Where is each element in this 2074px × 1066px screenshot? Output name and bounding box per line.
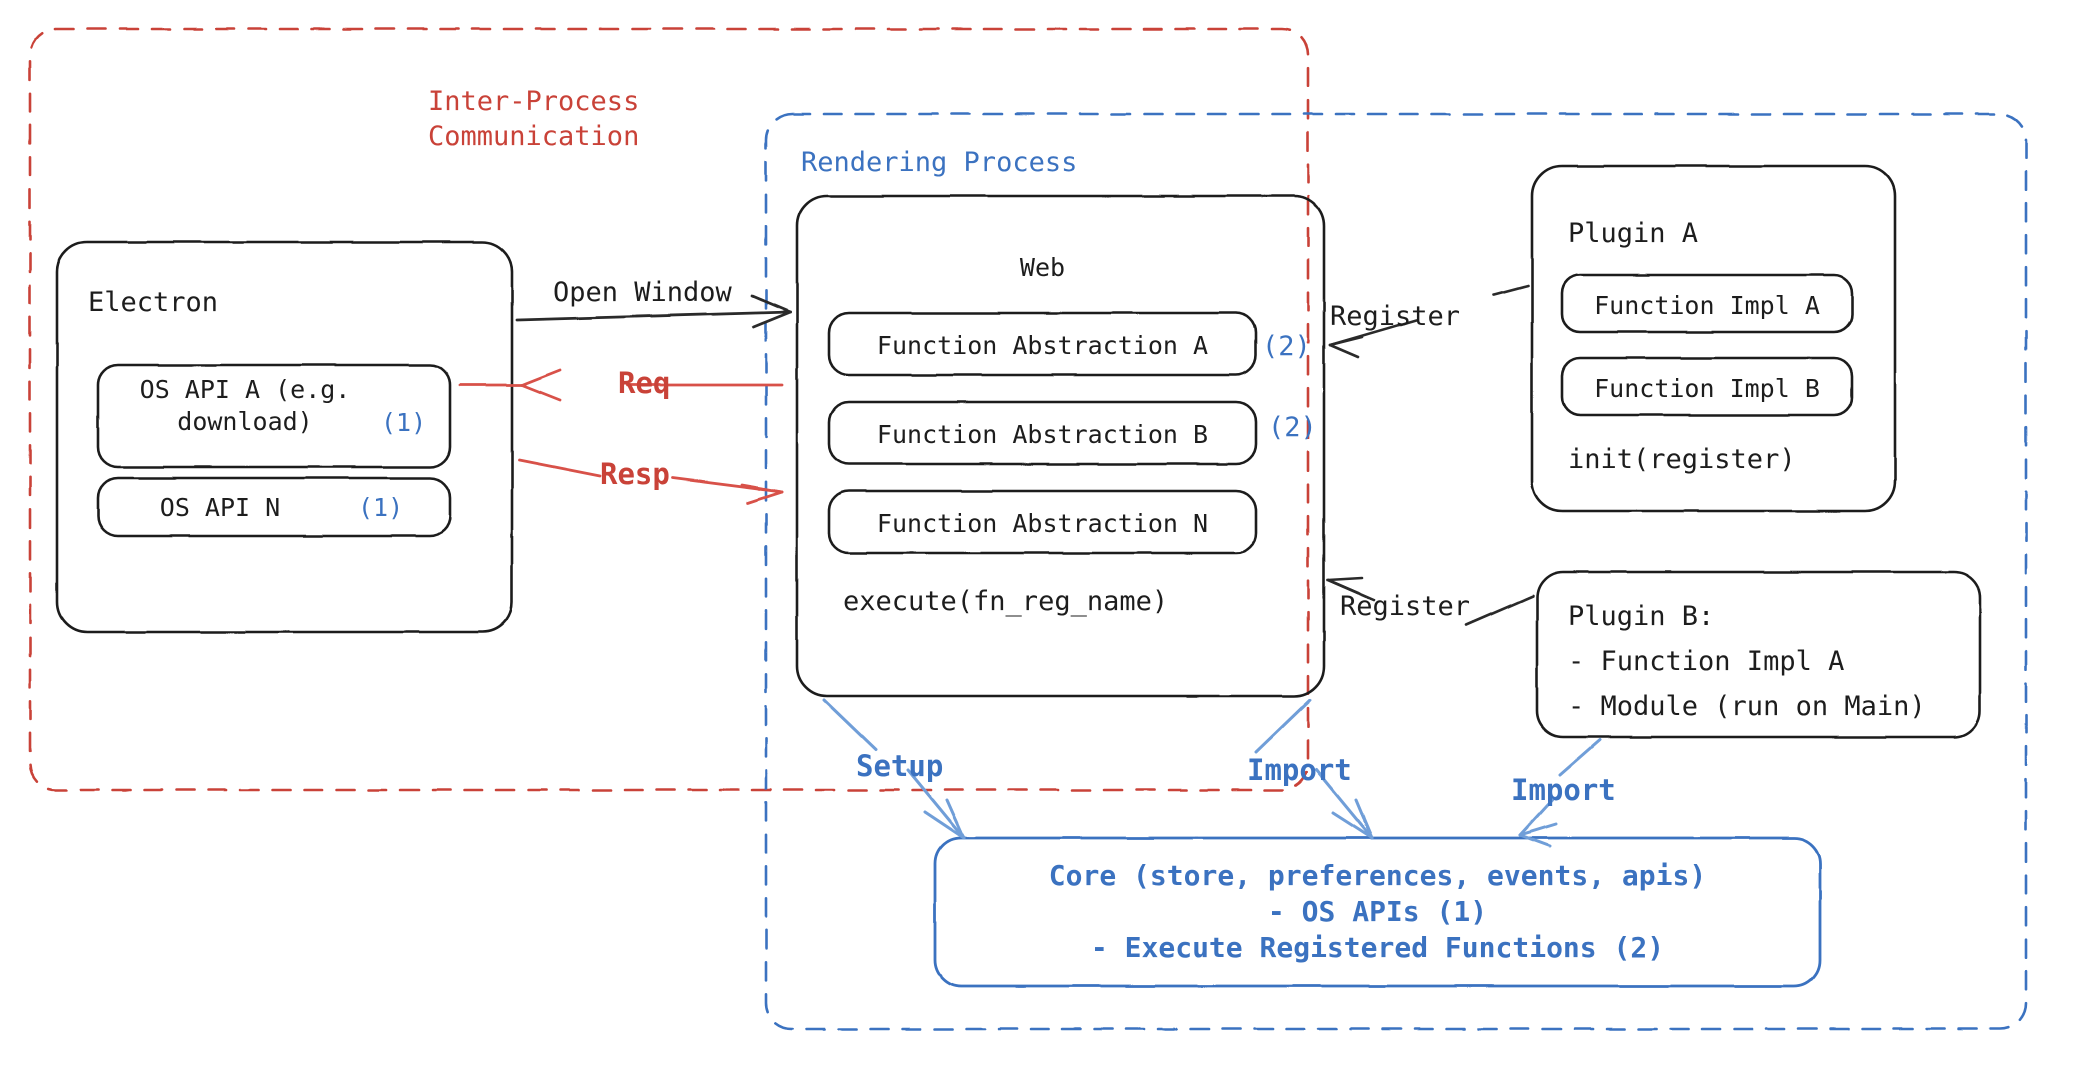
arrow-label-req: Req — [618, 366, 671, 400]
web-footer-execute: execute(fn_reg_name) — [843, 586, 1169, 617]
function-abstraction-a-label: Function Abstraction A — [876, 331, 1209, 360]
function-abstraction-b-tag: (2) — [1268, 412, 1317, 443]
function-abstraction-n-label: Function Abstraction N — [876, 509, 1209, 538]
core-line-title: Core (store, preferences, events, apis) — [1048, 859, 1707, 892]
arrow-label-resp: Resp — [600, 457, 670, 491]
core-line-execute-registered: - Execute Registered Functions (2) — [1090, 931, 1665, 964]
box-title-electron: Electron — [88, 287, 219, 318]
arrow-label-register-plugin-a: Register — [1330, 301, 1461, 332]
region-label-rendering-process: Rendering Process — [801, 147, 1078, 178]
function-impl-a-label: Function Impl A — [1594, 291, 1820, 320]
core-line-os-apis: - OS APIs (1) — [1267, 895, 1488, 928]
box-title-plugin-a: Plugin A — [1568, 218, 1699, 249]
box-title-web: Web — [1019, 253, 1066, 282]
os-api-a-label: OS API A (e.g. download) — [139, 375, 351, 436]
plugin-b-line-title: Plugin B: — [1568, 601, 1715, 632]
function-abstraction-a-tag: (2) — [1262, 331, 1311, 362]
plugin-a-footer-init: init(register) — [1568, 444, 1796, 475]
arrow-label-register-plugin-b: Register — [1340, 591, 1471, 622]
os-api-a-tag: (1) — [381, 408, 427, 437]
arrow-label-import-web: Import — [1247, 753, 1352, 787]
function-abstraction-b-label: Function Abstraction B — [876, 420, 1209, 449]
arrow-label-setup: Setup — [856, 749, 944, 783]
arrow-label-import-plugin-b: Import — [1511, 773, 1616, 807]
plugin-b-line-module: - Module (run on Main) — [1568, 691, 1926, 722]
plugin-b-line-function-impl-a: - Function Impl A — [1568, 646, 1845, 677]
os-api-n-tag: (1) — [358, 493, 404, 522]
region-label-ipc: Inter-Process Communication — [428, 86, 640, 152]
os-api-n-label: OS API N — [159, 493, 281, 522]
arrow-label-open-window: Open Window — [553, 277, 732, 308]
function-impl-b-label: Function Impl B — [1594, 374, 1820, 403]
